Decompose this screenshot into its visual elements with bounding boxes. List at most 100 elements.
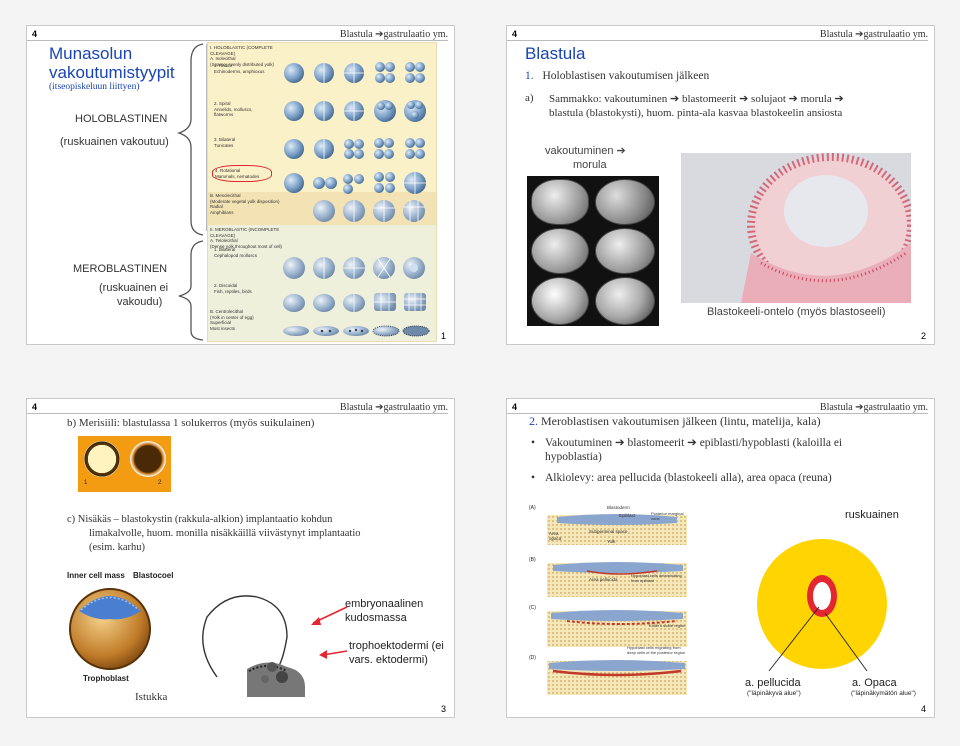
cleavage-types-figure: I. HOLOBLASTIC (COMPLETE CLEAVAGE) A. Is… bbox=[207, 42, 437, 342]
label-istukka: Istukka bbox=[135, 691, 168, 703]
row-discoidal bbox=[283, 293, 426, 312]
type-rotational-text: 4. Rotational Mammals, nematodes bbox=[212, 165, 272, 182]
cleavage-embryo-drawings bbox=[283, 62, 430, 337]
label-trophoblast: Trophoblast bbox=[83, 674, 129, 683]
row-superficial bbox=[283, 325, 430, 337]
item-1-text: Holoblastisen vakoutumisen jälkeen bbox=[542, 70, 710, 82]
sem-egg-4 bbox=[595, 228, 655, 274]
sem-egg-5 bbox=[531, 277, 589, 325]
row-spiral bbox=[284, 100, 426, 122]
type-radial-text: 1. Radial Echinoderms, amphioxus bbox=[214, 63, 274, 74]
label-epiblast: Epiblast bbox=[619, 513, 636, 518]
page-number: 3 bbox=[441, 704, 447, 714]
sem-egg-2 bbox=[595, 179, 655, 225]
label-opaca: a. Opaca bbox=[852, 677, 897, 689]
urchin-blastula-2 bbox=[130, 441, 166, 477]
header-rule bbox=[27, 413, 448, 414]
page-number: 1 bbox=[441, 331, 447, 341]
mero-sublabel-2: vakoudu) bbox=[117, 296, 163, 308]
label-posterior-marginal: Posterior marginal zone bbox=[651, 511, 684, 521]
meroblastic-band bbox=[208, 223, 436, 341]
header-tag: Blastula ➔gastrulaatio ym. bbox=[339, 402, 448, 413]
label-hypoblast-migration: Hypoblast cells migrating from deep cell… bbox=[627, 645, 686, 655]
row-cephalopod bbox=[283, 257, 425, 279]
slide-4: 4 Blastula ➔gastrulaatio ym. 2. Meroblas… bbox=[506, 398, 935, 718]
item-c-line-1: c) Nisäkäs – blastokystin (rakkula-alkio… bbox=[67, 514, 333, 525]
header-tag: Blastula ➔gastrulaatio ym. bbox=[819, 402, 928, 413]
item-2-number: 2. bbox=[529, 414, 538, 428]
radial-sub: Echinoderms, amphioxus bbox=[214, 68, 265, 74]
row-rotational bbox=[284, 172, 426, 194]
mesolecithal-text: B. Mesolecithal (Moderate vegetal yolk d… bbox=[210, 193, 290, 215]
item-b-text: b) Merisiili: blastulassa 1 solukerros (… bbox=[67, 417, 315, 429]
label-pellucida-sub: ("läpinäkyvä alue") bbox=[747, 690, 801, 697]
urchin-blastula-1 bbox=[84, 441, 120, 477]
label-pellucida: a. pellucida bbox=[745, 677, 801, 689]
bullet-1-line-2: hypoblastia) bbox=[545, 451, 602, 463]
label-subgerminal: Subgerminal space bbox=[589, 529, 628, 534]
sea-urchin-blastula-photos: 1 2 bbox=[78, 436, 171, 492]
label-ruskuainen: ruskuainen bbox=[845, 509, 899, 521]
item-2: 2. Meroblastisen vakoutumisen jälkeen (l… bbox=[529, 414, 821, 429]
meso-radial-sub: Amphibians bbox=[210, 209, 234, 215]
label-area-opaca: Area opaca bbox=[549, 531, 562, 541]
holo-heading: I. HOLOBLASTIC (COMPLETE CLEAVAGE) bbox=[210, 45, 273, 56]
label-area-pellucida: Area pellucida bbox=[589, 577, 618, 582]
header-rule bbox=[507, 413, 928, 414]
rotational-label: 4. Rotational bbox=[215, 168, 241, 173]
sem-egg-3 bbox=[531, 228, 589, 274]
slide-title: Munasolun vakoutumistyypit bbox=[49, 44, 175, 82]
blastocyst-drawing bbox=[69, 588, 151, 670]
area-pellucida-disc bbox=[813, 582, 831, 610]
item-a-text: Sammakko: vakoutuminen ➔ blastomeerit ➔ … bbox=[549, 92, 929, 120]
slide-title: Blastula bbox=[525, 44, 586, 63]
row-mesolecithal bbox=[313, 200, 425, 222]
isolecithal-heading: A. Isolecithal bbox=[210, 56, 236, 61]
meroblastic-text: II. MEROBLASTIC (INCOMPLETE CLEAVAGE) A.… bbox=[210, 227, 290, 249]
slide-number: 4 bbox=[512, 29, 518, 39]
telolecithal-label: A. Telolecithal bbox=[210, 238, 238, 243]
bracket-lines bbox=[176, 43, 208, 341]
label-kollers-sickle: Koller's sickle region bbox=[649, 623, 686, 628]
centrolecithal-text: B. Centrolecithal (Yolk in center of egg… bbox=[210, 309, 280, 331]
diagram-label-d: (D) bbox=[529, 655, 536, 661]
label-yolk: Yolk bbox=[607, 539, 616, 544]
label-embryonic-mass: embryonaalinen kudosmassa bbox=[345, 597, 423, 625]
trophectoderm-line-1: trophoektodermi (ei bbox=[349, 640, 444, 652]
item-c-line-2: limakalvolle, huom. monilla nisäkkäillä … bbox=[89, 528, 361, 539]
slide-2: 4 Blastula ➔gastrulaatio ym. Blastula 1.… bbox=[506, 25, 935, 345]
diagram-label-a: (A) bbox=[529, 505, 536, 511]
figure-text-holo: I. HOLOBLASTIC (COMPLETE CLEAVAGE) A. Is… bbox=[210, 45, 290, 67]
diagram-label-c: (C) bbox=[529, 605, 536, 611]
header-rule bbox=[507, 40, 928, 41]
meso-radial-label: Radial bbox=[210, 204, 223, 209]
discoidal-text: 2. Discoidal Fish, reptiles, birds bbox=[214, 283, 274, 294]
trophectoderm-line-2: vars. ektodermi) bbox=[349, 654, 428, 666]
slide-1: 4 Blastula ➔gastrulaatio ym. Munasolun v… bbox=[26, 25, 455, 345]
caption-cleavage: vakoutuminen ➔ bbox=[545, 145, 626, 157]
type-spiral-text: 2. Spiral Annelids, molluscs, flatworms bbox=[214, 101, 264, 118]
label-inner-cell-mass: Inner cell mass bbox=[67, 571, 125, 580]
discoidal-sub: Fish, reptiles, birds bbox=[214, 288, 252, 294]
row-radial bbox=[284, 62, 425, 83]
label-hypoblast-cells: Hypoblast cells delaminating from epibla… bbox=[631, 573, 682, 583]
superficial-label: Superficial bbox=[210, 320, 232, 325]
mesolecithal-sub: (Moderate vegetal yolk disposition) bbox=[210, 198, 280, 204]
page-number: 4 bbox=[921, 704, 927, 714]
annotation-arrows bbox=[311, 606, 348, 659]
bullet-1: Vakoutuminen ➔ blastomeerit ➔ epiblasti/… bbox=[531, 436, 915, 464]
blastula-section-photo bbox=[681, 153, 915, 303]
holo-label: HOLOBLASTINEN bbox=[75, 113, 168, 125]
mesolecithal-label: B. Mesolecithal bbox=[210, 193, 241, 198]
diagram-label-b: (B) bbox=[529, 557, 536, 563]
image-label-1: 1 bbox=[84, 480, 88, 486]
slide-number: 4 bbox=[32, 402, 38, 412]
image-label-2: 2 bbox=[158, 480, 162, 486]
label-blastoderm: Blastoderm bbox=[607, 505, 630, 510]
centrolecithal-sub: (Yolk in center of egg) bbox=[210, 314, 254, 320]
mero-label: MEROBLASTINEN bbox=[73, 263, 168, 275]
embryonic-mass-line-2: kudosmassa bbox=[345, 612, 407, 624]
sem-egg-6 bbox=[595, 277, 655, 325]
centrolecithal-label: B. Centrolecithal bbox=[210, 309, 244, 314]
slide-subtitle: (itseopiskeluun liittyen) bbox=[49, 82, 140, 92]
